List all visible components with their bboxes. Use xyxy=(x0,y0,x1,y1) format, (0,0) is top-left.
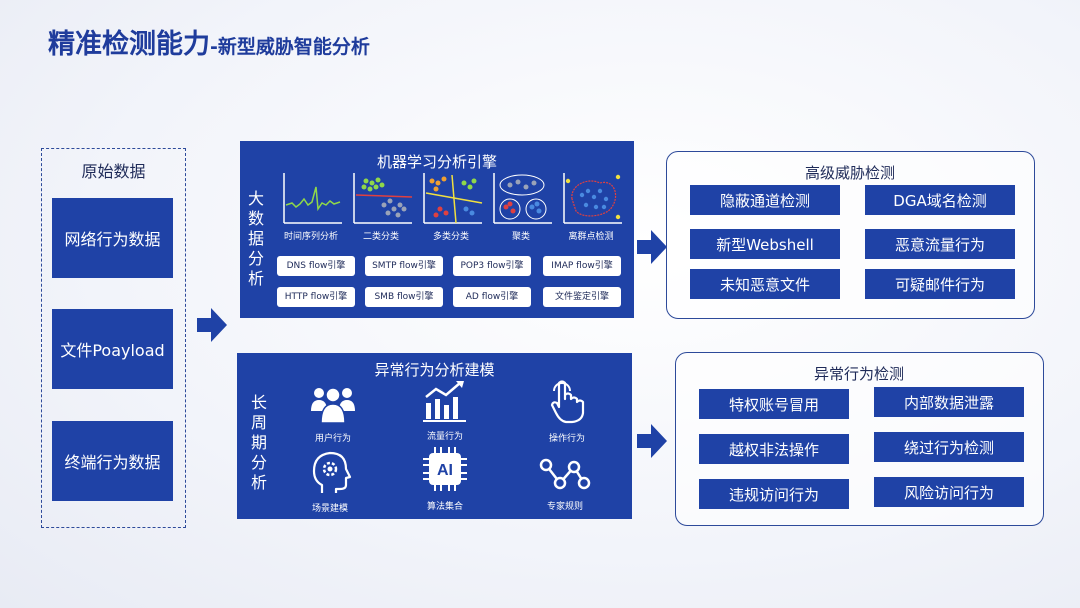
network-nodes-icon-group: 专家规则 xyxy=(525,449,605,512)
side-char: 据 xyxy=(247,229,264,248)
behavior-modeling-title: 异常行为分析建模 xyxy=(374,361,495,379)
icon-label: 算法集合 xyxy=(426,502,463,512)
icon-label: 流量行为 xyxy=(426,432,463,442)
behavior-modeling-panel: 异常行为分析建模 长 周 期 分 析 用户行为 流量行为 操作行为 xyxy=(237,353,632,519)
advanced-threat-title: 高级威胁检测 xyxy=(804,164,895,182)
chart-label: 聚类 xyxy=(511,232,530,242)
advanced-item: 可疑邮件行为 xyxy=(865,269,1015,299)
advanced-item: 恶意流量行为 xyxy=(865,229,1015,259)
page-title-main: 精准检测能力 xyxy=(48,29,210,60)
chart-label: 离群点检测 xyxy=(568,232,614,242)
bigdata-side-label: 大 数 据 分 析 xyxy=(246,189,266,289)
ai-chip-icon: AI xyxy=(423,447,467,491)
multi-classification-chart-icon xyxy=(423,173,483,224)
side-char: 分 xyxy=(247,249,264,268)
page-title-sub: -新型威胁智能分析 xyxy=(210,36,370,58)
chart-label: 多类分类 xyxy=(432,232,469,242)
hand-pointer-icon xyxy=(550,380,585,424)
icon-label: 专家规则 xyxy=(546,502,583,512)
anomaly-detection-box: 异常行为检测 特权账号冒用 内部数据泄露 越权非法操作 绕过行为检测 违规访问行… xyxy=(675,352,1044,526)
advanced-item: 隐蔽通道检测 xyxy=(690,185,840,215)
icon-label: 场景建模 xyxy=(311,504,348,514)
longcycle-side-label: 长 周 期 分 析 xyxy=(249,393,269,493)
anomaly-item: 风险访问行为 xyxy=(874,477,1024,507)
hand-pointer-icon-group: 操作行为 xyxy=(527,377,607,444)
bar-chart-icon-group: 流量行为 xyxy=(405,379,485,442)
ai-chip-text: AI xyxy=(437,462,453,479)
anomaly-item: 越权非法操作 xyxy=(699,434,849,464)
flow-engine-smtp: SMTP flow引擎 xyxy=(365,256,443,276)
arrow-right-icon xyxy=(197,308,227,342)
side-char: 分 xyxy=(250,453,267,472)
head-gear-icon-group: 场景建模 xyxy=(290,449,370,514)
page-title: 精准检测能力-新型威胁智能分析 xyxy=(48,22,370,61)
flow-engine-http: HTTP flow引擎 xyxy=(277,287,355,307)
time-series-chart-icon xyxy=(283,173,342,224)
side-char: 周 xyxy=(250,413,267,432)
anomaly-item: 特权账号冒用 xyxy=(699,389,849,419)
users-icon xyxy=(311,387,355,424)
head-gear-icon xyxy=(312,451,352,493)
advanced-item: 未知恶意文件 xyxy=(690,269,840,299)
binary-classification-chart-icon xyxy=(353,173,413,224)
arrow-right-icon xyxy=(637,230,667,264)
flow-engine-smb: SMB flow引擎 xyxy=(365,287,443,307)
side-char: 大 xyxy=(247,189,264,208)
ai-chip-icon-group: AI 算法集合 xyxy=(405,445,485,512)
flow-engine-pop3: POP3 flow引擎 xyxy=(453,256,531,276)
anomaly-item: 绕过行为检测 xyxy=(874,432,1024,462)
outlier-detection-chart-icon xyxy=(563,173,622,224)
source-data-box xyxy=(41,148,186,528)
source-item-network: 网络行为数据 xyxy=(52,198,173,278)
users-icon-group: 用户行为 xyxy=(293,381,373,444)
chart-label: 二类分类 xyxy=(362,232,399,242)
source-item-endpoint: 终端行为数据 xyxy=(52,421,173,501)
anomaly-detection-title: 异常行为检测 xyxy=(813,365,904,383)
flow-engine-ad: AD flow引擎 xyxy=(453,287,531,307)
source-data-title: 原始数据 xyxy=(81,162,146,181)
bar-chart-icon xyxy=(423,381,466,422)
chart-label: 时间序列分析 xyxy=(283,232,338,242)
anomaly-item: 内部数据泄露 xyxy=(874,387,1024,417)
source-item-file: 文件Poayload xyxy=(52,309,173,389)
arrow-right-icon xyxy=(637,424,667,458)
anomaly-item: 违规访问行为 xyxy=(699,479,849,509)
network-nodes-icon xyxy=(539,458,591,490)
flow-engine-file: 文件鉴定引擎 xyxy=(543,287,621,307)
flow-engine-dns: DNS flow引擎 xyxy=(277,256,355,276)
side-char: 期 xyxy=(250,433,267,452)
side-char: 析 xyxy=(250,473,267,492)
advanced-item: 新型Webshell xyxy=(690,229,840,259)
icon-label: 操作行为 xyxy=(548,434,585,444)
clustering-chart-icon xyxy=(493,173,552,224)
side-char: 数 xyxy=(247,209,264,228)
flow-engine-imap: IMAP flow引擎 xyxy=(543,256,621,276)
advanced-threat-box: 高级威胁检测 隐蔽通道检测 DGA域名检测 新型Webshell 恶意流量行为 … xyxy=(666,151,1035,319)
advanced-item: DGA域名检测 xyxy=(865,185,1015,215)
side-char: 长 xyxy=(250,393,267,412)
side-char: 析 xyxy=(247,269,264,288)
icon-label: 用户行为 xyxy=(314,434,351,444)
ml-engine-title: 机器学习分析引擎 xyxy=(376,153,497,171)
ml-engine-panel: 机器学习分析引擎 大 数 据 分 析 时间序列分析 二类分类 多类分 xyxy=(240,141,634,318)
